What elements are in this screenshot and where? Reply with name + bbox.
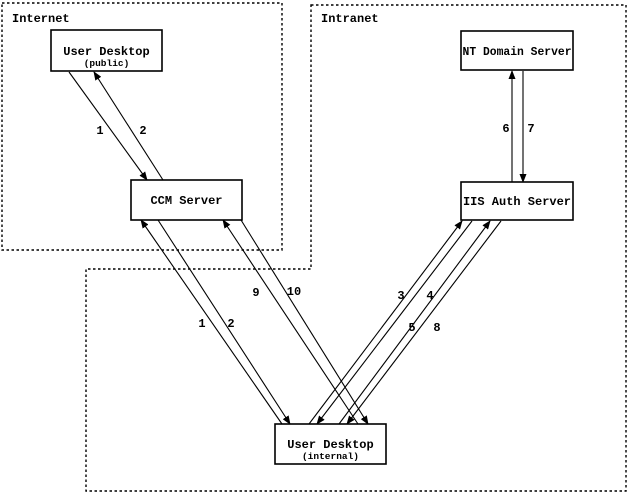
flow-arrow-1-public-to-ccm	[68, 71, 148, 181]
flow-label-1-public: 1	[96, 124, 103, 138]
flow-label-2-internal: 2	[227, 317, 234, 331]
ccm-server-box	[130, 179, 243, 221]
flow-arrow-4-iis-to-internal	[316, 220, 473, 425]
flow-label-8: 8	[433, 321, 440, 335]
flow-arrow-5-internal-to-iis	[338, 220, 491, 425]
node-user-desktop-public: User Desktop (public)	[50, 29, 163, 72]
flow-arrow-2-ccm-to-internal	[157, 219, 291, 425]
user-desktop-public-box	[50, 29, 163, 72]
user-desktop-public-subtitle: (public)	[84, 58, 130, 69]
flow-arrow-2-ccm-to-public	[93, 71, 164, 181]
flow-arrow-1-internal-to-ccm	[140, 219, 283, 425]
user-desktop-internal-subtitle: (internal)	[302, 451, 359, 462]
flow-label-6: 6	[502, 122, 509, 136]
flow-label-2-public: 2	[139, 124, 146, 138]
node-user-desktop-internal: User Desktop (internal)	[274, 423, 387, 465]
intranet-zone-border	[85, 4, 627, 492]
flow-label-3: 3	[397, 289, 404, 303]
flow-arrow-3-internal-to-iis	[308, 220, 463, 425]
internet-zone-border	[1, 2, 283, 251]
flow-label-10: 10	[287, 285, 301, 299]
flow-label-5: 5	[408, 321, 415, 335]
user-desktop-internal-box	[274, 423, 387, 465]
node-nt-domain-server: NT Domain Server	[460, 30, 574, 71]
nt-domain-server-title: NT Domain Server	[463, 45, 572, 59]
intranet-zone-label: Intranet	[321, 12, 379, 26]
flow-label-1-internal: 1	[198, 317, 205, 331]
flow-arrow-8-iis-to-internal	[346, 220, 502, 425]
iis-auth-server-box	[460, 181, 574, 221]
flow-label-9: 9	[252, 286, 259, 300]
iis-auth-server-title: IIS Auth Server	[463, 195, 571, 209]
internet-zone-label: Internet	[12, 12, 70, 26]
node-ccm-server: CCM Server	[130, 179, 243, 221]
flow-label-4: 4	[426, 289, 433, 303]
ccm-server-title: CCM Server	[150, 194, 222, 208]
flow-arrow-10-ccm-to-internal	[240, 219, 369, 425]
nt-domain-server-box	[460, 30, 574, 71]
user-desktop-public-title: User Desktop	[63, 45, 149, 59]
flow-label-7: 7	[527, 122, 534, 136]
user-desktop-internal-title: User Desktop	[287, 438, 373, 452]
node-iis-auth-server: IIS Auth Server	[460, 181, 574, 221]
flow-arrow-9-internal-to-ccm	[222, 219, 359, 425]
